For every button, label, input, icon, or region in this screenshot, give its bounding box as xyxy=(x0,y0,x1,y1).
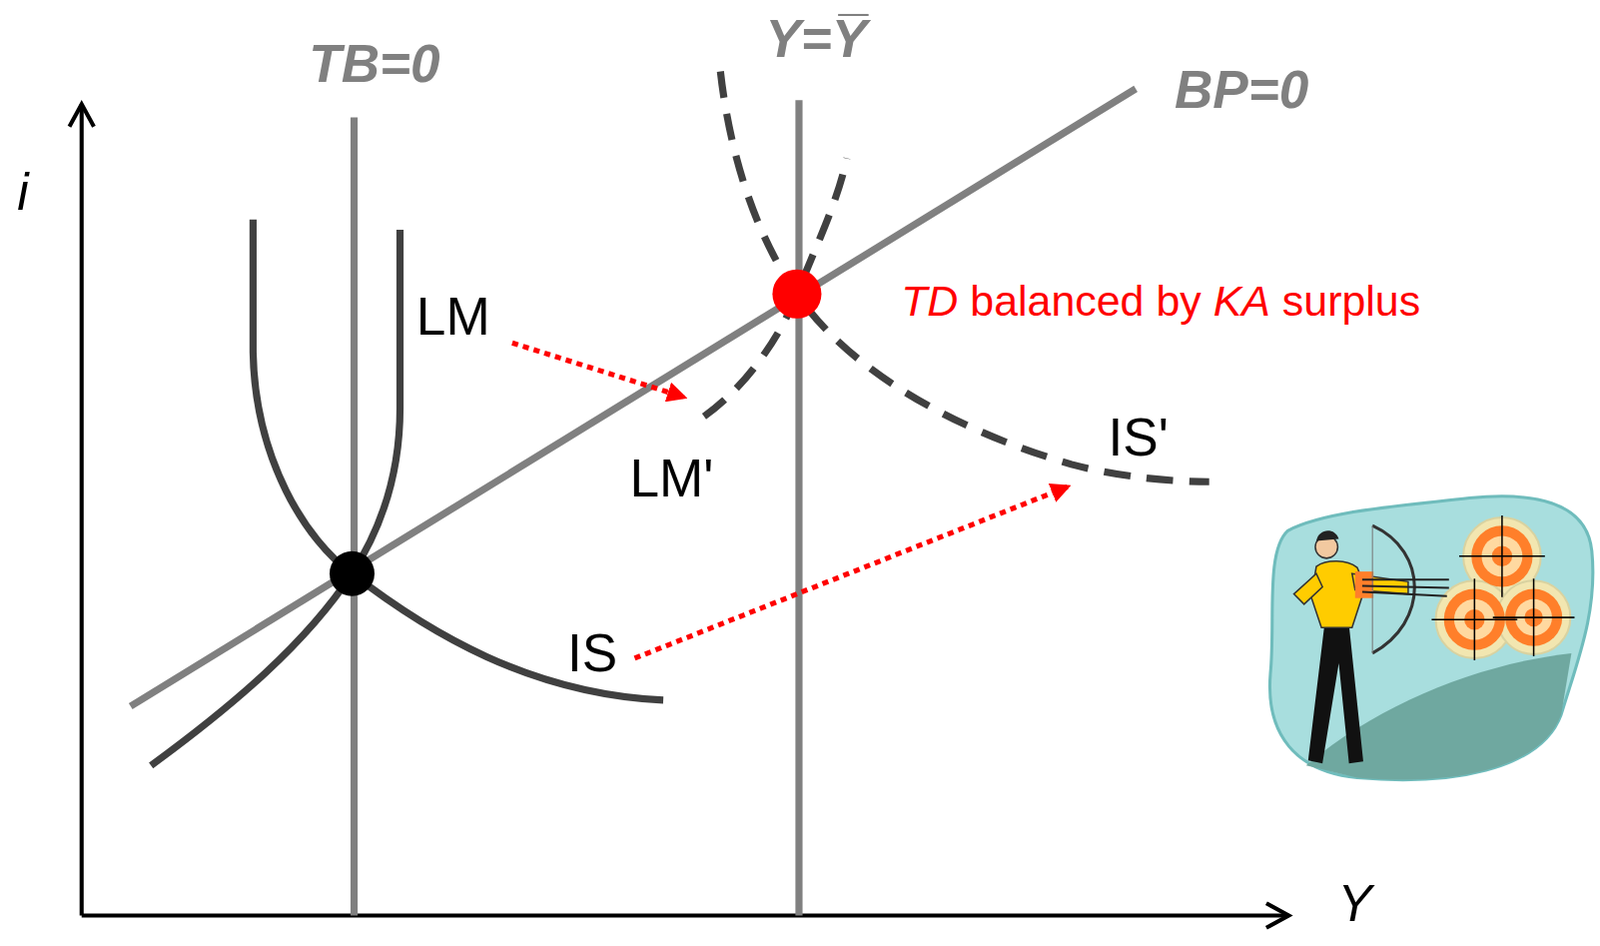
text-run: balanced by xyxy=(957,276,1213,325)
archer-illustration xyxy=(1269,496,1593,781)
axis-label: i xyxy=(13,165,31,222)
initial-equilibrium xyxy=(329,551,375,597)
text-run: TD xyxy=(900,276,958,325)
curve-label: IS xyxy=(564,624,621,683)
text-run: KA xyxy=(1213,276,1271,325)
annotation-note: TD balanced by KA surplus xyxy=(897,277,1424,325)
curve-label: Y=Y̅ xyxy=(762,9,870,68)
shift-arrows xyxy=(512,342,1068,659)
curve-label: LM' xyxy=(626,449,717,508)
axis-label: Y xyxy=(1334,875,1375,932)
curve-label: TB=0 xyxy=(305,34,444,93)
reference-lines xyxy=(130,88,1136,916)
curve-label: BP=0 xyxy=(1171,60,1313,119)
target-equilibrium xyxy=(772,269,821,319)
axes xyxy=(68,103,1289,927)
curve-label: IS' xyxy=(1104,408,1171,467)
is-lm-curves xyxy=(150,219,664,767)
text-run: surplus xyxy=(1270,276,1421,325)
curve-label: LM xyxy=(413,287,494,346)
